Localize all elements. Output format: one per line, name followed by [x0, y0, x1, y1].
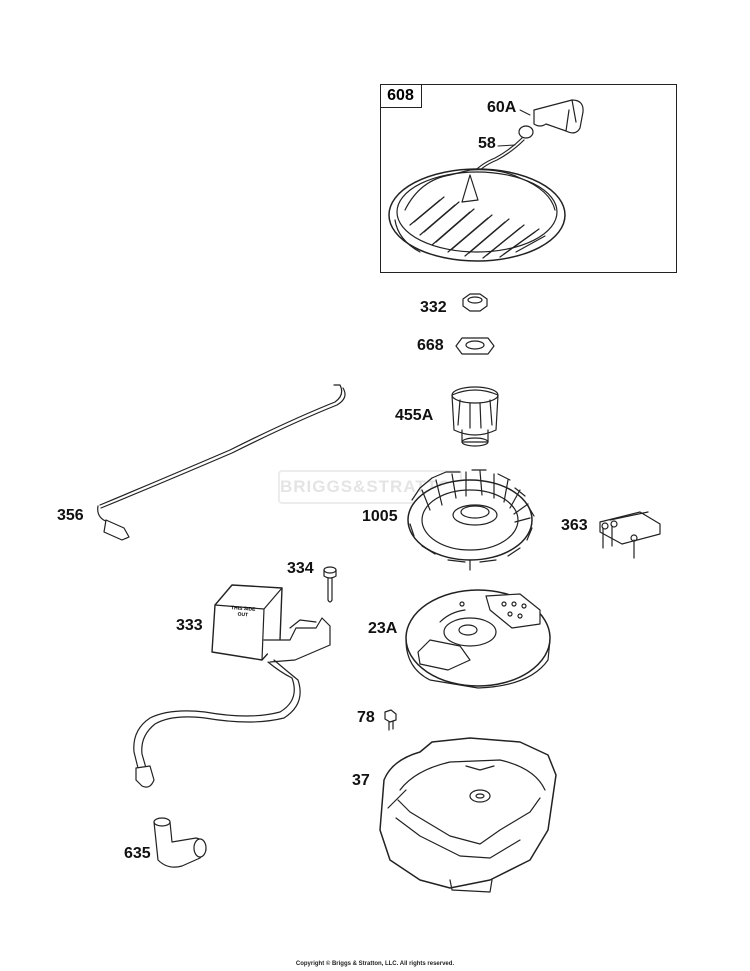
label-334: 334 — [287, 560, 314, 577]
copyright-notice: Copyright © Briggs & Stratton, LLC. All … — [295, 961, 455, 967]
label-455a: 455A — [395, 407, 434, 424]
ignition-coil-333[interactable] — [133, 584, 331, 788]
kit-608-frame — [380, 84, 677, 273]
leader-lines — [497, 109, 531, 147]
label-332: 332 — [420, 299, 447, 316]
starter-cup-455a[interactable] — [451, 386, 499, 447]
flywheel-nut-332[interactable] — [462, 293, 488, 312]
label-37: 37 — [352, 772, 370, 789]
bolt-78[interactable] — [384, 709, 397, 731]
label-78: 78 — [357, 709, 375, 726]
armature-bracket-363[interactable] — [599, 511, 661, 559]
flywheel-23a[interactable] — [405, 589, 551, 689]
label-356: 356 — [57, 507, 84, 524]
rewind-starter-housing[interactable] — [388, 168, 566, 262]
label-60a: 60A — [487, 99, 517, 116]
coil-marking: THIS SIDE OUT — [230, 605, 256, 619]
label-23a: 23A — [368, 620, 398, 637]
ground-wire-356[interactable] — [97, 384, 346, 541]
spark-plug-boot-635[interactable] — [153, 817, 207, 868]
label-668: 668 — [417, 337, 444, 354]
flywheel-1005[interactable] — [407, 469, 535, 571]
label-1005: 1005 — [362, 508, 398, 525]
label-363: 363 — [561, 517, 588, 534]
label-58: 58 — [478, 135, 496, 152]
blower-housing-37[interactable] — [379, 737, 557, 893]
label-635: 635 — [124, 845, 151, 862]
label-333: 333 — [176, 617, 203, 634]
kit-608-label: 608 — [380, 84, 422, 108]
belleville-washer-668[interactable] — [455, 337, 495, 355]
coil-screw-334[interactable] — [323, 566, 337, 603]
starter-handle-60a[interactable] — [518, 99, 584, 139]
